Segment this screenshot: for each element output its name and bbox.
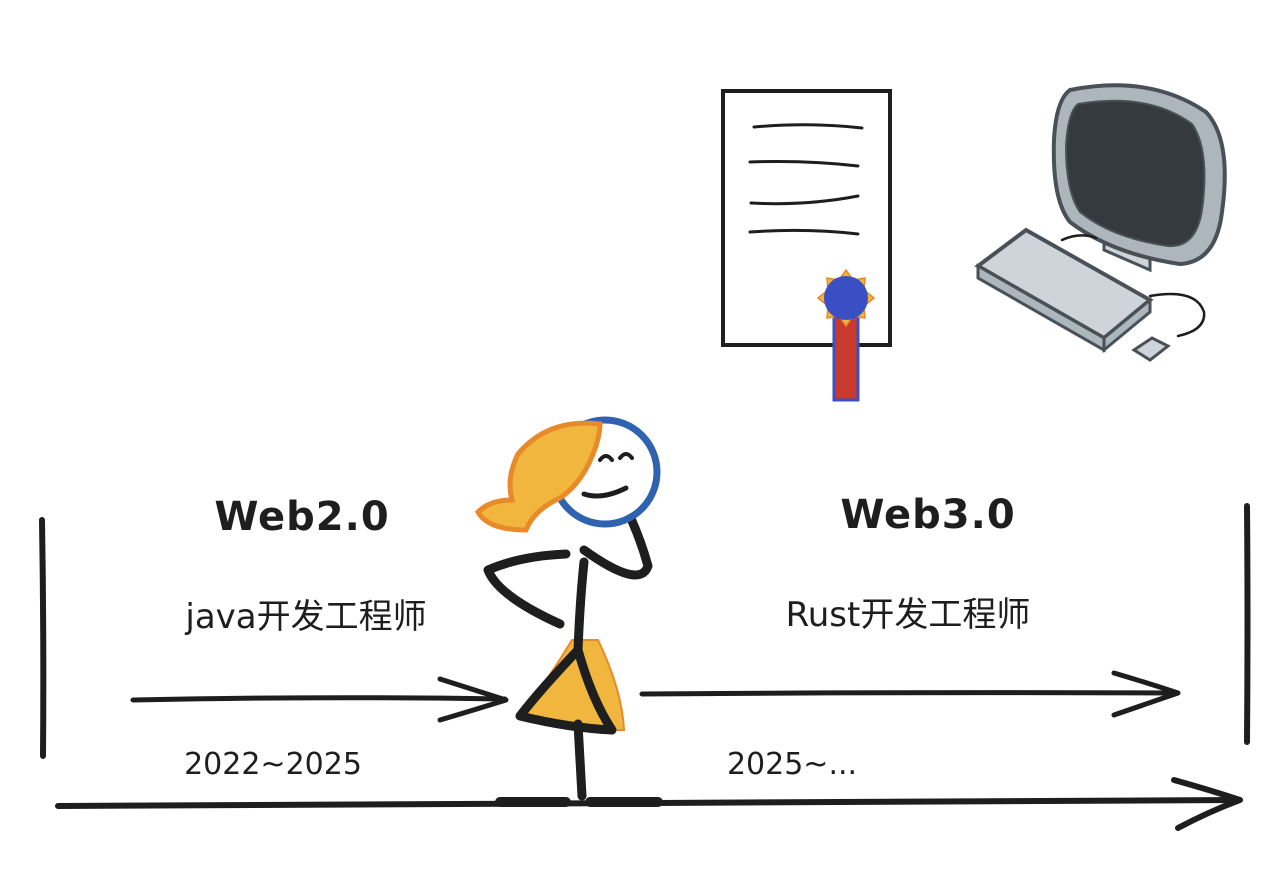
- web2-role-label: java开发工程师: [184, 597, 426, 637]
- web2-era-label: Web2.0: [214, 494, 389, 540]
- web3-period-label: 2025~...: [727, 747, 857, 782]
- monitor-screen: [1064, 99, 1206, 248]
- keyboard-icon: [974, 227, 1154, 354]
- certificate-icon: [721, 89, 892, 402]
- web3-era-arrow: [639, 670, 1181, 718]
- mouse-icon: [1131, 336, 1171, 362]
- web2-period-label: 2022~2025: [184, 747, 362, 782]
- hair: [474, 420, 603, 533]
- thinking-person-icon: [474, 416, 663, 807]
- award-seal-icon: [816, 268, 876, 328]
- right-boundary-line: [1244, 503, 1251, 745]
- web3-era-label: Web3.0: [840, 492, 1015, 538]
- web2-era-arrow: [130, 676, 509, 723]
- web3-role-label: Rust开发工程师: [786, 595, 1031, 635]
- desktop-computer-icon: [974, 83, 1227, 362]
- left-boundary-line: [39, 517, 47, 759]
